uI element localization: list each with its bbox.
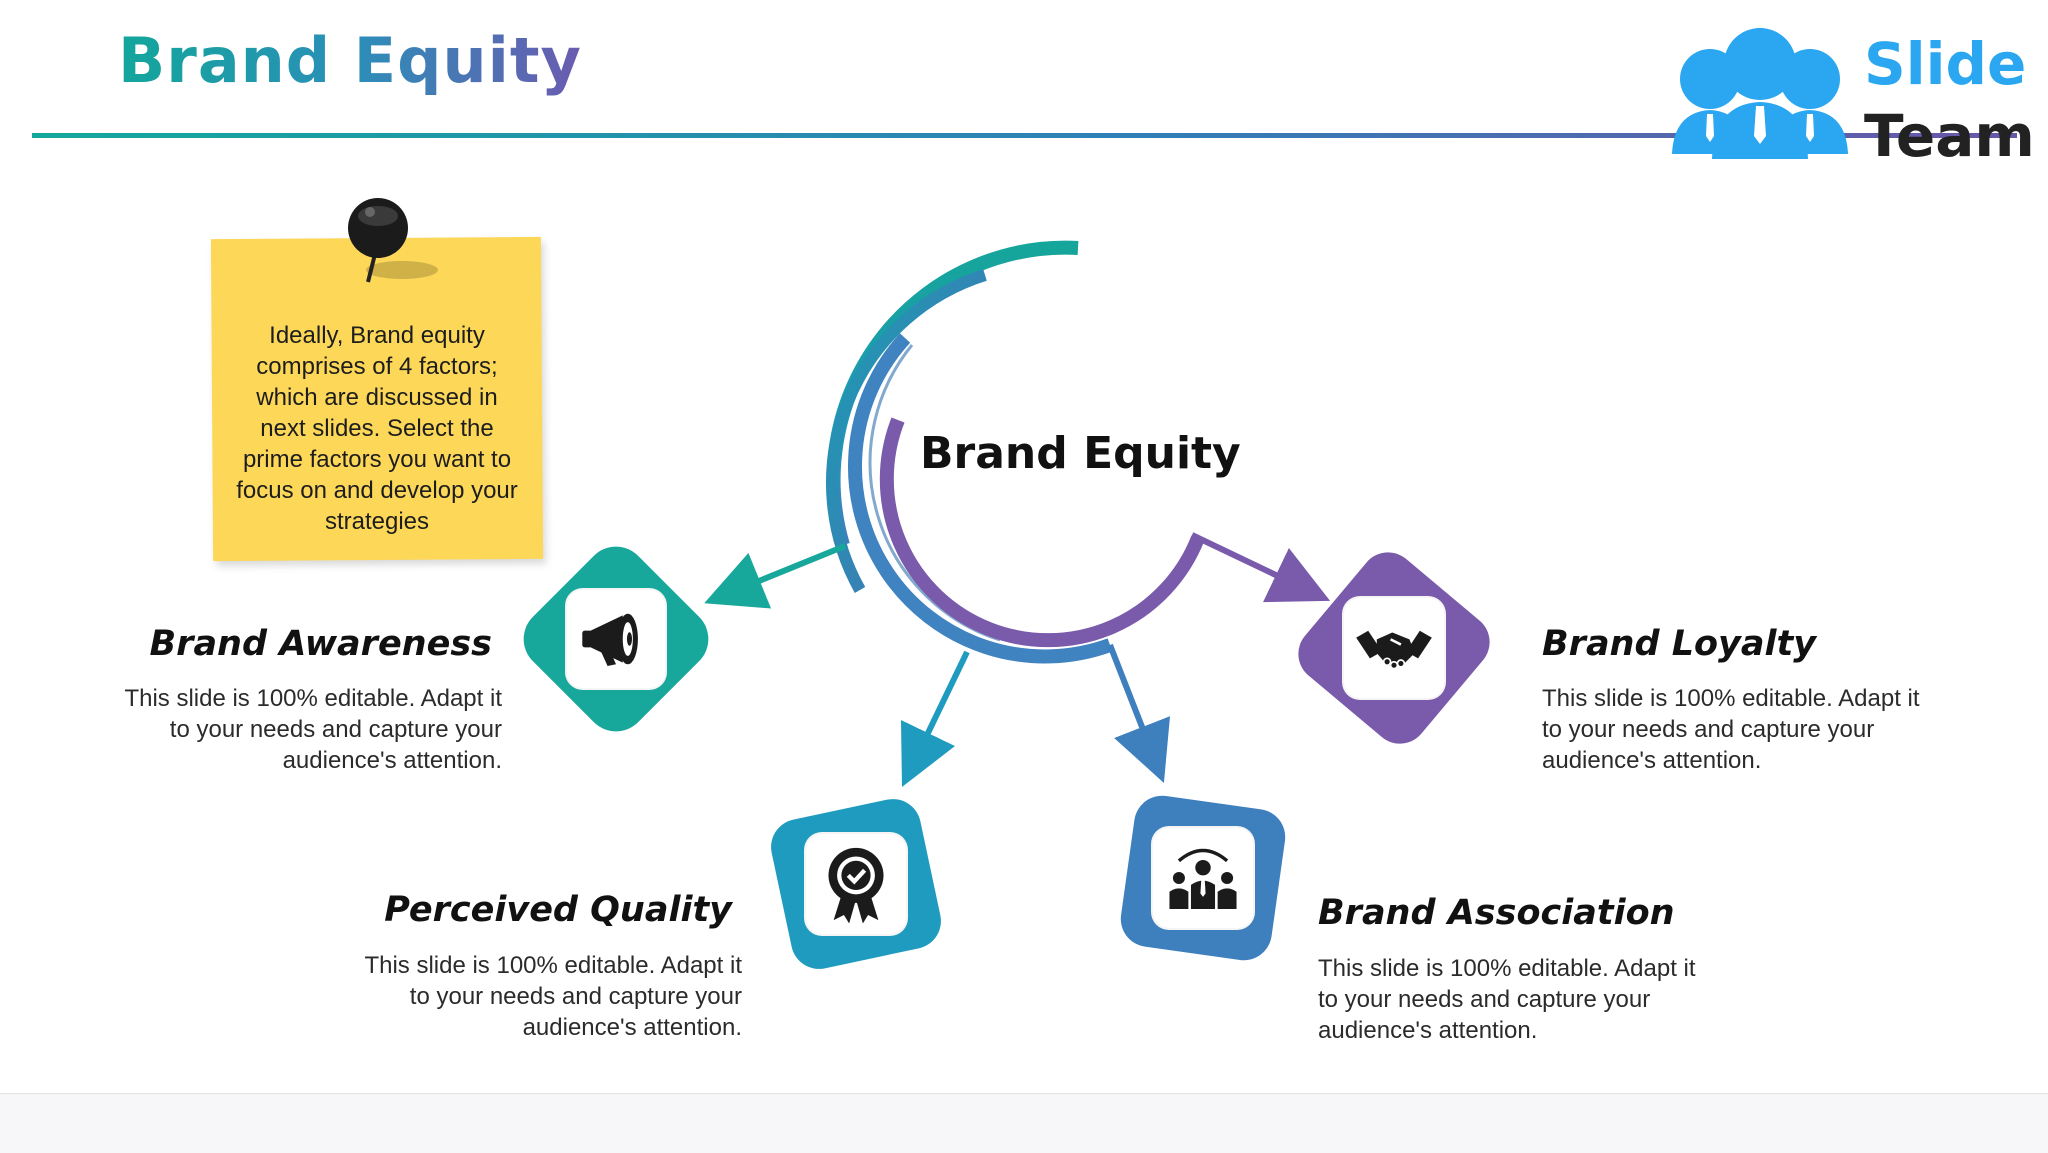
handshake-icon xyxy=(1356,630,1432,670)
factor-desc-brand-loyalty: This slide is 100% editable. Adapt it to… xyxy=(1542,685,1920,774)
factor-icon-box-brand-awareness xyxy=(510,533,722,745)
factor-heading-brand-awareness: Brand Awareness xyxy=(149,624,493,664)
factor-heading-perceived-quality: Perceived Quality xyxy=(384,890,732,930)
logo-text-team: Team xyxy=(1864,102,2035,170)
factor-desc-brand-association: This slide is 100% editable. Adapt it to… xyxy=(1318,955,1696,1044)
megaphone-icon xyxy=(582,613,638,666)
note-text: Ideally, Brand equity comprises of 4 fac… xyxy=(236,322,518,535)
factor-desc-brand-awareness: This slide is 100% editable. Adapt it to… xyxy=(124,685,502,774)
brand-equity-arcs xyxy=(704,240,1331,788)
page-title: Brand Equity xyxy=(118,24,582,97)
factor-icon-box-perceived-quality xyxy=(765,793,947,975)
factor-heading-brand-loyalty: Brand Loyalty xyxy=(1542,624,1817,664)
factor-icon-box-brand-association xyxy=(1117,792,1289,964)
quality-badge-icon xyxy=(828,847,884,924)
logo-text-slide: Slide xyxy=(1864,30,2027,98)
factor-heading-brand-association: Brand Association xyxy=(1318,893,1675,933)
factor-icon-box-brand-loyalty xyxy=(1286,540,1502,756)
center-label: Brand Equity xyxy=(920,428,1241,479)
pushpin-icon xyxy=(348,198,438,283)
slide-footer-strip xyxy=(0,1093,2048,1153)
slideteam-logo-icon xyxy=(1672,28,1848,159)
factor-desc-perceived-quality: This slide is 100% editable. Adapt it to… xyxy=(364,952,742,1041)
people-group-icon xyxy=(1169,848,1237,909)
title-underline xyxy=(32,133,2017,138)
